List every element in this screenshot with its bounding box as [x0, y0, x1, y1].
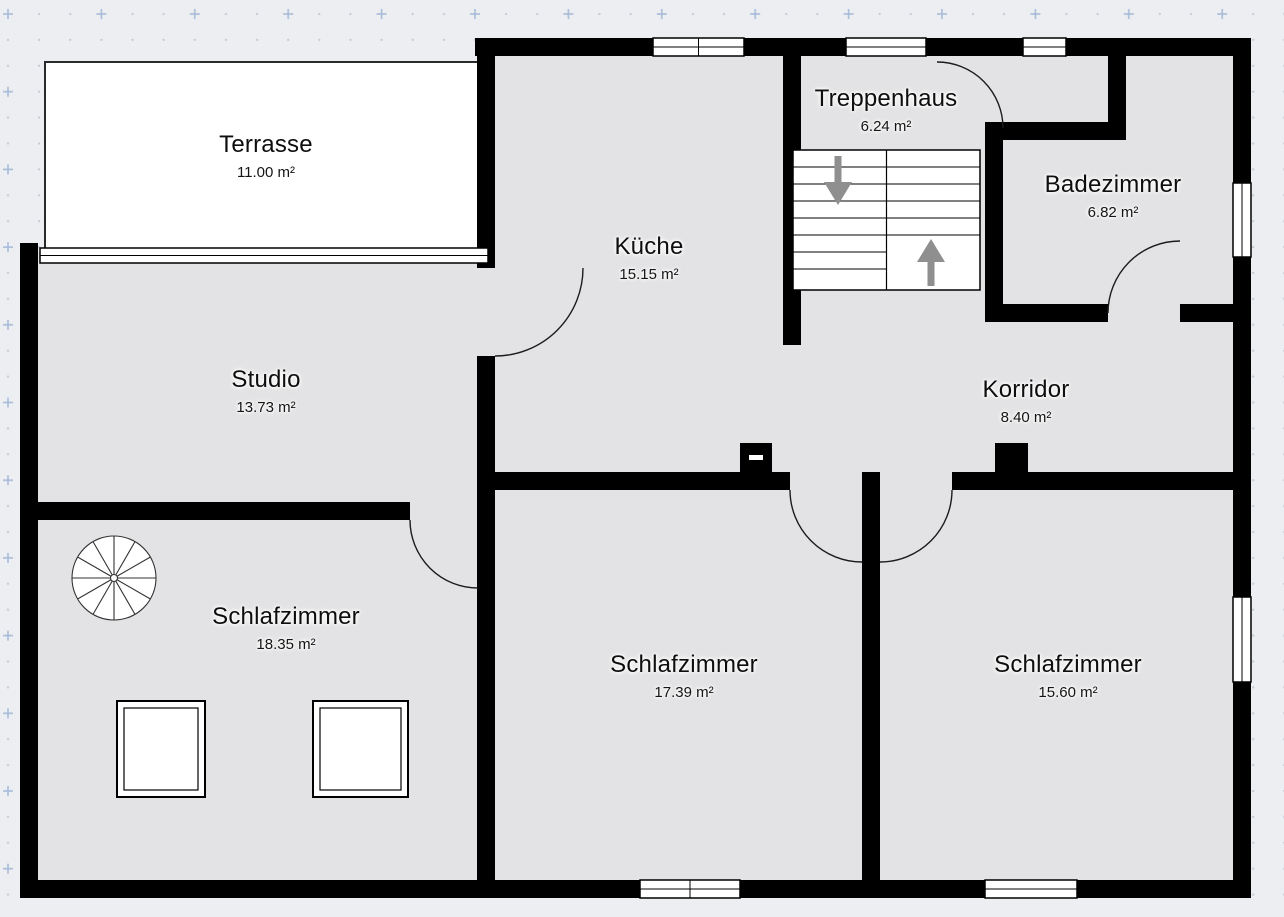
- room-treppenhaus[interactable]: Treppenhaus 6.24 m²: [815, 85, 958, 135]
- room-name: Küche: [614, 233, 684, 261]
- stairs-down-arrow-icon: [824, 156, 852, 205]
- room-area: 13.73 m²: [236, 398, 296, 416]
- room-area: 11.00 m²: [236, 163, 296, 181]
- room-area: 18.35 m²: [256, 635, 316, 653]
- room-name: Terrasse: [219, 131, 313, 159]
- terrace-sliding-window[interactable]: [39, 247, 489, 264]
- window[interactable]: [1232, 182, 1252, 258]
- roof-window[interactable]: [312, 700, 409, 798]
- door-arc-schlafzimmer-3[interactable]: [879, 489, 953, 563]
- room-area: 6.82 m²: [1087, 203, 1139, 221]
- room-name: Treppenhaus: [814, 85, 958, 113]
- door-arc-studio[interactable]: [494, 267, 584, 357]
- room-area: 17.39 m²: [654, 683, 714, 701]
- room-name: Studio: [231, 366, 301, 394]
- room-korridor[interactable]: Korridor 8.40 m²: [983, 376, 1070, 426]
- room-name: Schlafzimmer: [212, 603, 360, 631]
- window[interactable]: [1022, 37, 1067, 57]
- room-schlafzimmer-1[interactable]: Schlafzimmer 18.35 m²: [212, 603, 360, 653]
- windows: [39, 37, 1252, 899]
- room-name: Schlafzimmer: [994, 651, 1142, 679]
- room-badezimmer[interactable]: Badezimmer 6.82 m²: [1045, 171, 1182, 221]
- window[interactable]: [652, 37, 745, 57]
- room-area: 8.40 m²: [1000, 408, 1052, 426]
- room-area: 15.60 m²: [1038, 683, 1098, 701]
- spiral-staircase[interactable]: [71, 535, 157, 621]
- terrace-deck[interactable]: [44, 61, 488, 253]
- room-name: Badezimmer: [1044, 171, 1182, 199]
- window[interactable]: [1232, 596, 1252, 683]
- room-name: Schlafzimmer: [610, 651, 758, 679]
- window[interactable]: [984, 879, 1078, 899]
- room-terrasse[interactable]: Terrasse 11.00 m²: [219, 131, 313, 181]
- door-arc-treppenhaus[interactable]: [936, 61, 1004, 129]
- roof-windows: [116, 700, 409, 798]
- room-name: Korridor: [982, 376, 1070, 404]
- window[interactable]: [845, 37, 927, 57]
- room-schlafzimmer-2[interactable]: Schlafzimmer 17.39 m²: [610, 651, 758, 701]
- door-arc-badezimmer[interactable]: [1107, 240, 1181, 314]
- room-area: 15.15 m²: [619, 265, 679, 283]
- room-area: 6.24 m²: [860, 117, 912, 135]
- room-schlafzimmer-3[interactable]: Schlafzimmer 15.60 m²: [994, 651, 1142, 701]
- room-kueche[interactable]: Küche 15.15 m²: [614, 233, 683, 283]
- door-arc-schlafzimmer-2[interactable]: [789, 489, 863, 563]
- roof-window[interactable]: [116, 700, 206, 798]
- staircase[interactable]: [792, 149, 981, 291]
- stairs-up-arrow-icon: [917, 239, 945, 286]
- doors: [409, 61, 1181, 589]
- chimney-mark: [749, 455, 763, 460]
- window[interactable]: [639, 879, 741, 899]
- room-studio[interactable]: Studio 13.73 m²: [231, 366, 300, 416]
- door-arc-schlafzimmer-1[interactable]: [409, 519, 479, 589]
